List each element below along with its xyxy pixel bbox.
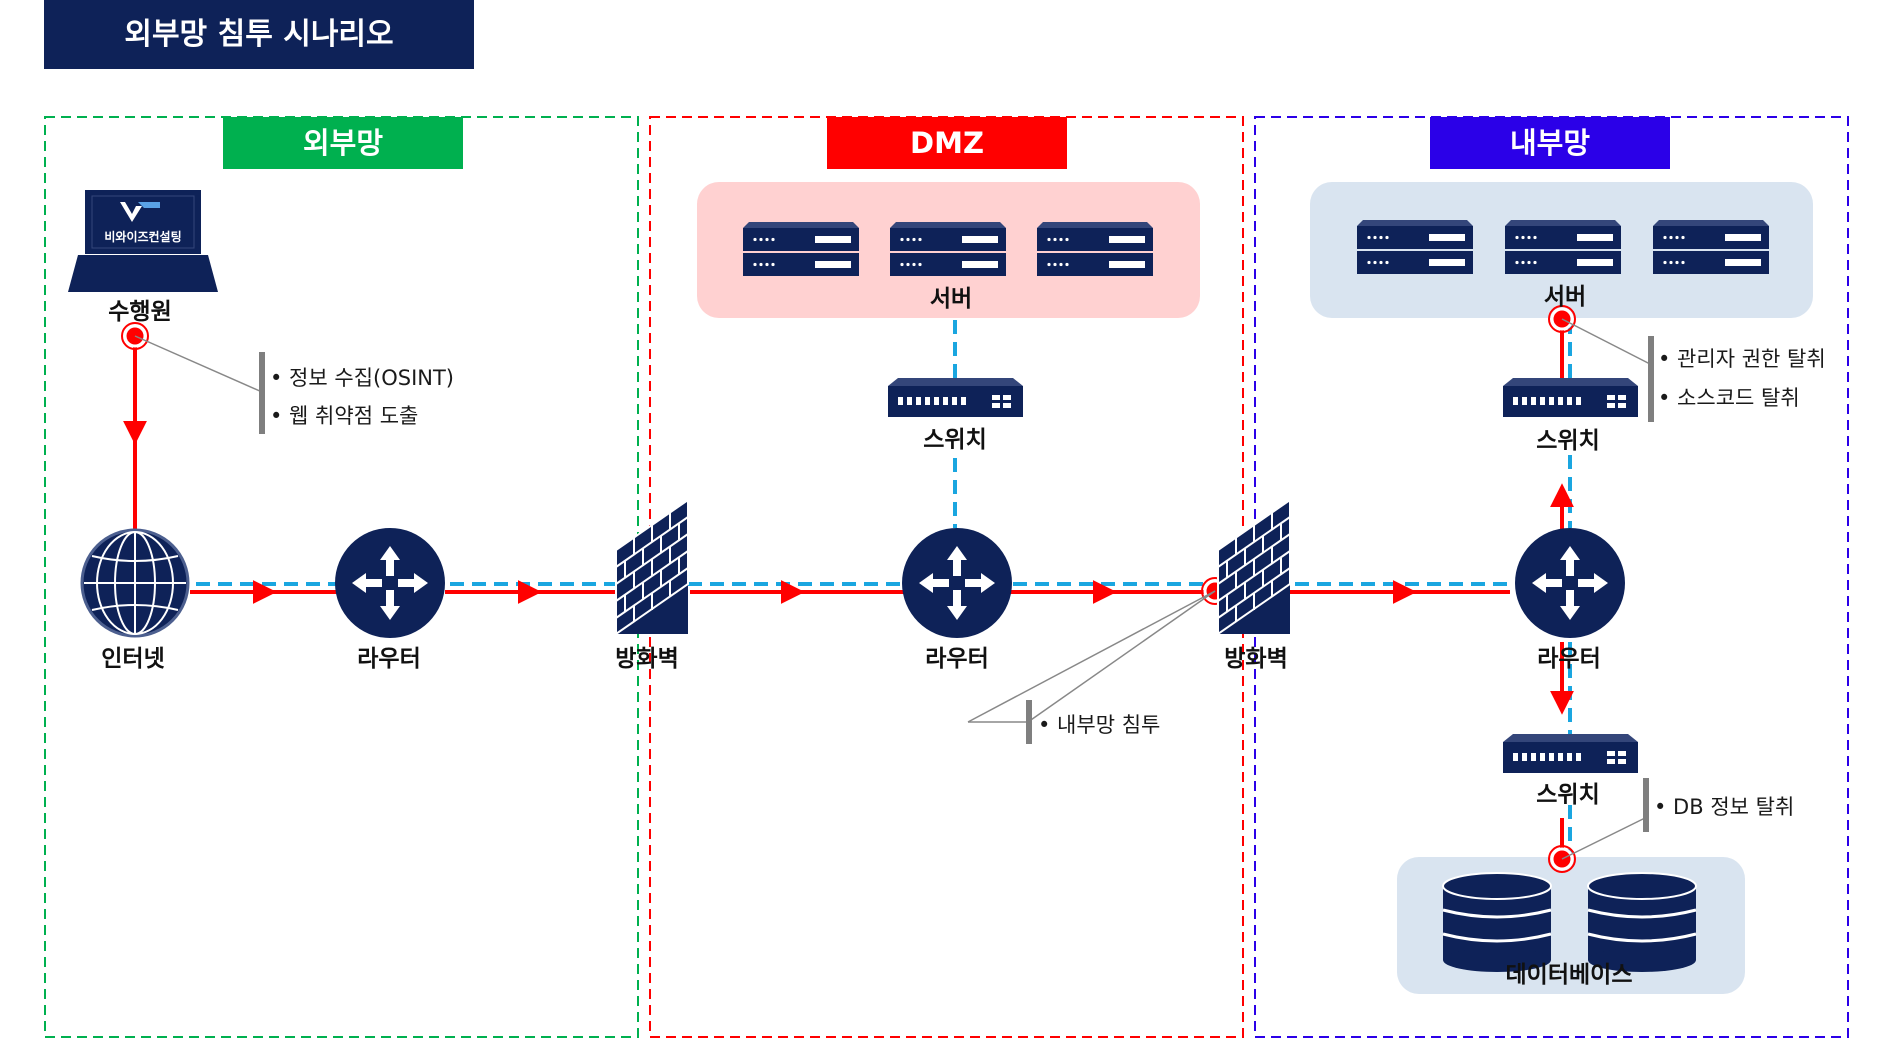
title-banner: 외부망 침투 시나리오	[44, 0, 474, 69]
switch-icon	[888, 378, 1023, 417]
firewall-2-label: 방화벽	[1224, 646, 1287, 672]
zone-external-title: 외부망	[303, 126, 383, 160]
firewall-icon	[1217, 499, 1291, 635]
server-icon	[1037, 222, 1153, 276]
laptop-logo-text: 비와이즈컨설팅	[104, 229, 181, 244]
note-privilege-1: • 관리자 권한 탈취	[1658, 347, 1826, 371]
router-icon	[902, 528, 1012, 638]
router-dmz-label: 라우터	[925, 646, 988, 672]
note-recon-1: • 정보 수집(OSINT)	[270, 366, 454, 390]
note-db-1: • DB 정보 탈취	[1654, 795, 1794, 819]
internal-switch-top-label: 스위치	[1536, 428, 1599, 454]
router-external-label: 라우터	[357, 646, 420, 672]
performer-label: 수행원	[108, 299, 171, 325]
internal-server-panel	[1310, 182, 1813, 318]
attack-path	[123, 318, 1574, 858]
globe-icon	[80, 528, 190, 638]
database-icon	[1441, 871, 1553, 974]
database-label: 데이터베이스	[1506, 962, 1633, 988]
note-intrusion: • 내부망 침투	[967, 590, 1216, 744]
server-icon	[1357, 220, 1473, 274]
router-icon	[335, 528, 445, 638]
server-icon	[890, 222, 1006, 276]
switch-icon	[1503, 378, 1638, 417]
router-internal-label: 라우터	[1537, 646, 1600, 672]
database-icon	[1586, 871, 1698, 974]
dmz-servers-label: 서버	[930, 286, 972, 312]
note-privilege-2: • 소스코드 탈취	[1658, 386, 1800, 410]
page-title: 외부망 침투 시나리오	[124, 17, 393, 52]
router-icon	[1515, 528, 1625, 638]
server-icon	[743, 222, 859, 276]
firewall-icon	[615, 499, 689, 635]
dmz-switch-label: 스위치	[923, 427, 986, 453]
zone-internal-title: 내부망	[1510, 126, 1590, 160]
zone-external: 외부망	[44, 116, 639, 1038]
internal-servers-label: 서버	[1544, 284, 1586, 310]
note-recon: • 정보 수집(OSINT) • 웹 취약점 도출	[134, 335, 454, 434]
note-recon-2: • 웹 취약점 도출	[270, 404, 418, 428]
note-intrusion-1: • 내부망 침투	[1038, 713, 1160, 737]
server-icon	[1505, 220, 1621, 274]
internal-switch-bottom-label: 스위치	[1536, 782, 1599, 808]
note-privilege: • 관리자 권한 탈취 • 소스코드 탈취	[1561, 318, 1826, 422]
firewall-1-label: 방화벽	[615, 646, 678, 672]
server-icon	[1653, 220, 1769, 274]
laptop-icon: 비와이즈컨설팅	[68, 190, 218, 292]
zone-dmz-title: DMZ	[910, 126, 984, 160]
note-db: • DB 정보 탈취	[1561, 778, 1794, 860]
zone-internal: 내부망	[1254, 116, 1849, 1038]
internet-label: 인터넷	[101, 646, 164, 672]
switch-icon	[1503, 734, 1638, 773]
